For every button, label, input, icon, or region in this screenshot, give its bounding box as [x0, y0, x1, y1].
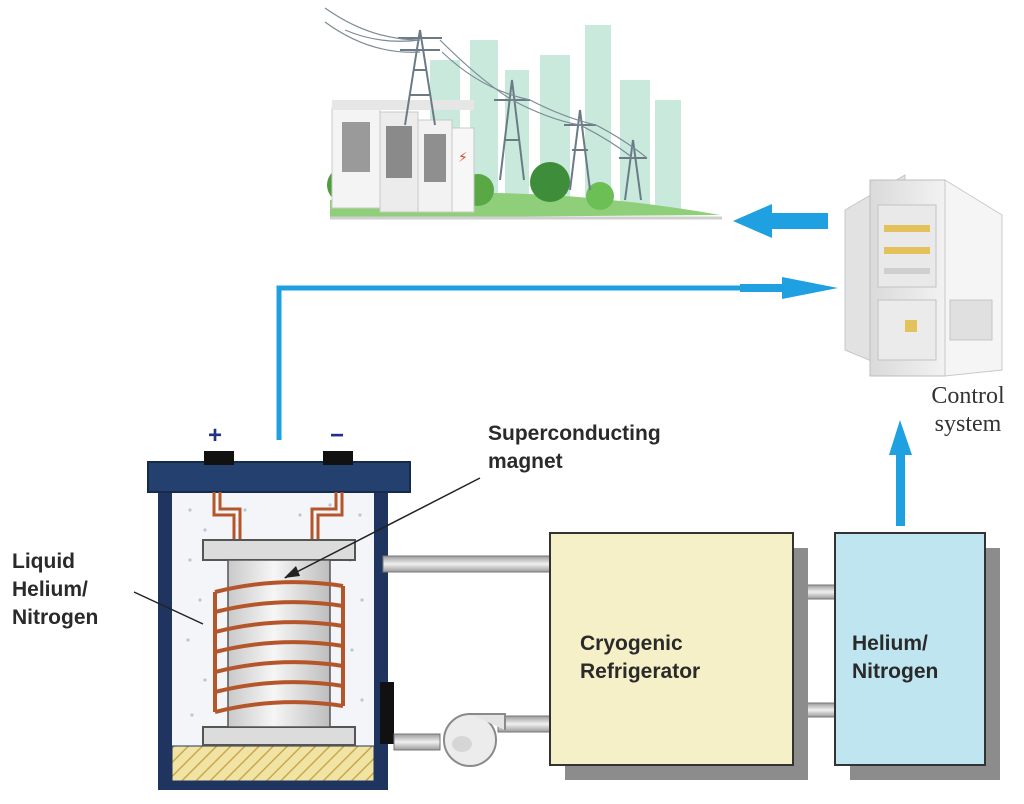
electrical-cabinet-icon	[844, 174, 1003, 377]
pump-icon	[443, 713, 506, 767]
cryogenic-refrigerator-label: Cryogenic Refrigerator	[580, 632, 701, 683]
helium-nitrogen-tank	[834, 532, 1000, 780]
cryogenic-refrigerator	[549, 532, 808, 780]
helium-nitrogen-tank-label: Helium/ Nitrogen	[852, 632, 939, 683]
terminal-negative-label: −	[330, 422, 345, 449]
power-grid-city-icon: ⚡	[324, 7, 722, 220]
cryostat-vessel	[133, 451, 481, 790]
superconducting-magnet-label: Superconducting magnet	[488, 422, 661, 473]
flow-arrows	[276, 204, 912, 526]
svg-text:⚡: ⚡	[458, 150, 468, 166]
magnet-coil	[213, 580, 345, 714]
terminal-positive-label: +	[208, 422, 223, 449]
liquid-coolant-label: Liquid Helium/ Nitrogen	[12, 550, 99, 629]
control-system-label: Control system	[931, 383, 1005, 437]
